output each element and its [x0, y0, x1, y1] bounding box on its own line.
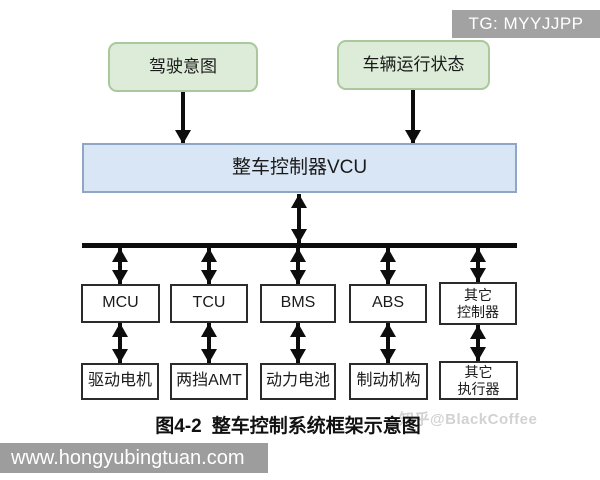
- arrow-bus-to-other-controllers: [470, 248, 486, 282]
- driver-intent-label: 驾驶意图: [149, 57, 217, 77]
- arrow-driver-intent-to-vcu: [175, 92, 191, 144]
- arrow-bus-to-tcu: [201, 248, 217, 284]
- arrow-vehicle-state-to-vcu: [405, 90, 421, 144]
- power-battery-box: 动力电池: [260, 363, 336, 400]
- bms-box: BMS: [260, 284, 336, 323]
- driver-intent-box: 驾驶意图: [108, 42, 258, 92]
- vcu-label: 整车控制器VCU: [231, 157, 368, 179]
- arrow-bus-to-bms: [290, 248, 306, 284]
- two-speed-amt-label: 两挡AMT: [176, 372, 242, 390]
- two-speed-amt-box: 两挡AMT: [170, 363, 248, 400]
- brake-mechanism-box: 制动机构: [349, 363, 428, 400]
- drive-motor-box: 驱动电机: [81, 363, 159, 400]
- tg-watermark-badge: TG: MYYJJPP: [452, 10, 600, 38]
- tcu-label: TCU: [192, 294, 226, 312]
- mcu-box: MCU: [81, 284, 160, 323]
- arrow-bus-to-mcu: [112, 248, 128, 284]
- other-controllers-box: 其它 控制器: [439, 282, 517, 325]
- bms-label: BMS: [280, 294, 316, 312]
- site-watermark-bar: www.hongyubingtuan.com: [0, 443, 268, 473]
- other-actuators-label: 其它 执行器: [457, 364, 500, 397]
- arrow-tcu-to-amt: [201, 323, 217, 363]
- other-controllers-label: 其它 控制器: [457, 287, 499, 320]
- figure-caption: 图4-2 整车控制系统框架示意图: [88, 411, 488, 438]
- tcu-box: TCU: [170, 284, 248, 323]
- can-bus-line: [82, 243, 517, 248]
- arrow-mcu-to-drive-motor: [112, 323, 128, 363]
- figure-caption-title: 整车控制系统框架示意图: [211, 416, 421, 437]
- drive-motor-label: 驱动电机: [87, 372, 152, 390]
- vehicle-state-label: 车辆运行状态: [362, 55, 465, 75]
- site-watermark-text: www.hongyubingtuan.com: [11, 446, 245, 469]
- arrow-bus-to-abs: [380, 248, 396, 284]
- arrow-vcu-to-bus: [291, 194, 307, 243]
- figure-caption-number: 图4-2: [155, 416, 202, 437]
- abs-box: ABS: [349, 284, 427, 323]
- brake-mechanism-label: 制动机构: [356, 372, 421, 390]
- vcu-box: 整车控制器VCU: [82, 143, 517, 193]
- vehicle-state-box: 车辆运行状态: [337, 40, 490, 90]
- abs-label: ABS: [371, 294, 404, 312]
- power-battery-label: 动力电池: [265, 372, 330, 390]
- author-watermark: 知乎@BlackCoffee: [399, 411, 538, 428]
- other-actuators-box: 其它 执行器: [439, 361, 518, 400]
- mcu-label: MCU: [102, 294, 139, 312]
- arrow-other-controllers-to-actuators: [470, 325, 486, 361]
- arrow-abs-to-brake: [380, 323, 396, 363]
- arrow-bms-to-battery: [290, 323, 306, 363]
